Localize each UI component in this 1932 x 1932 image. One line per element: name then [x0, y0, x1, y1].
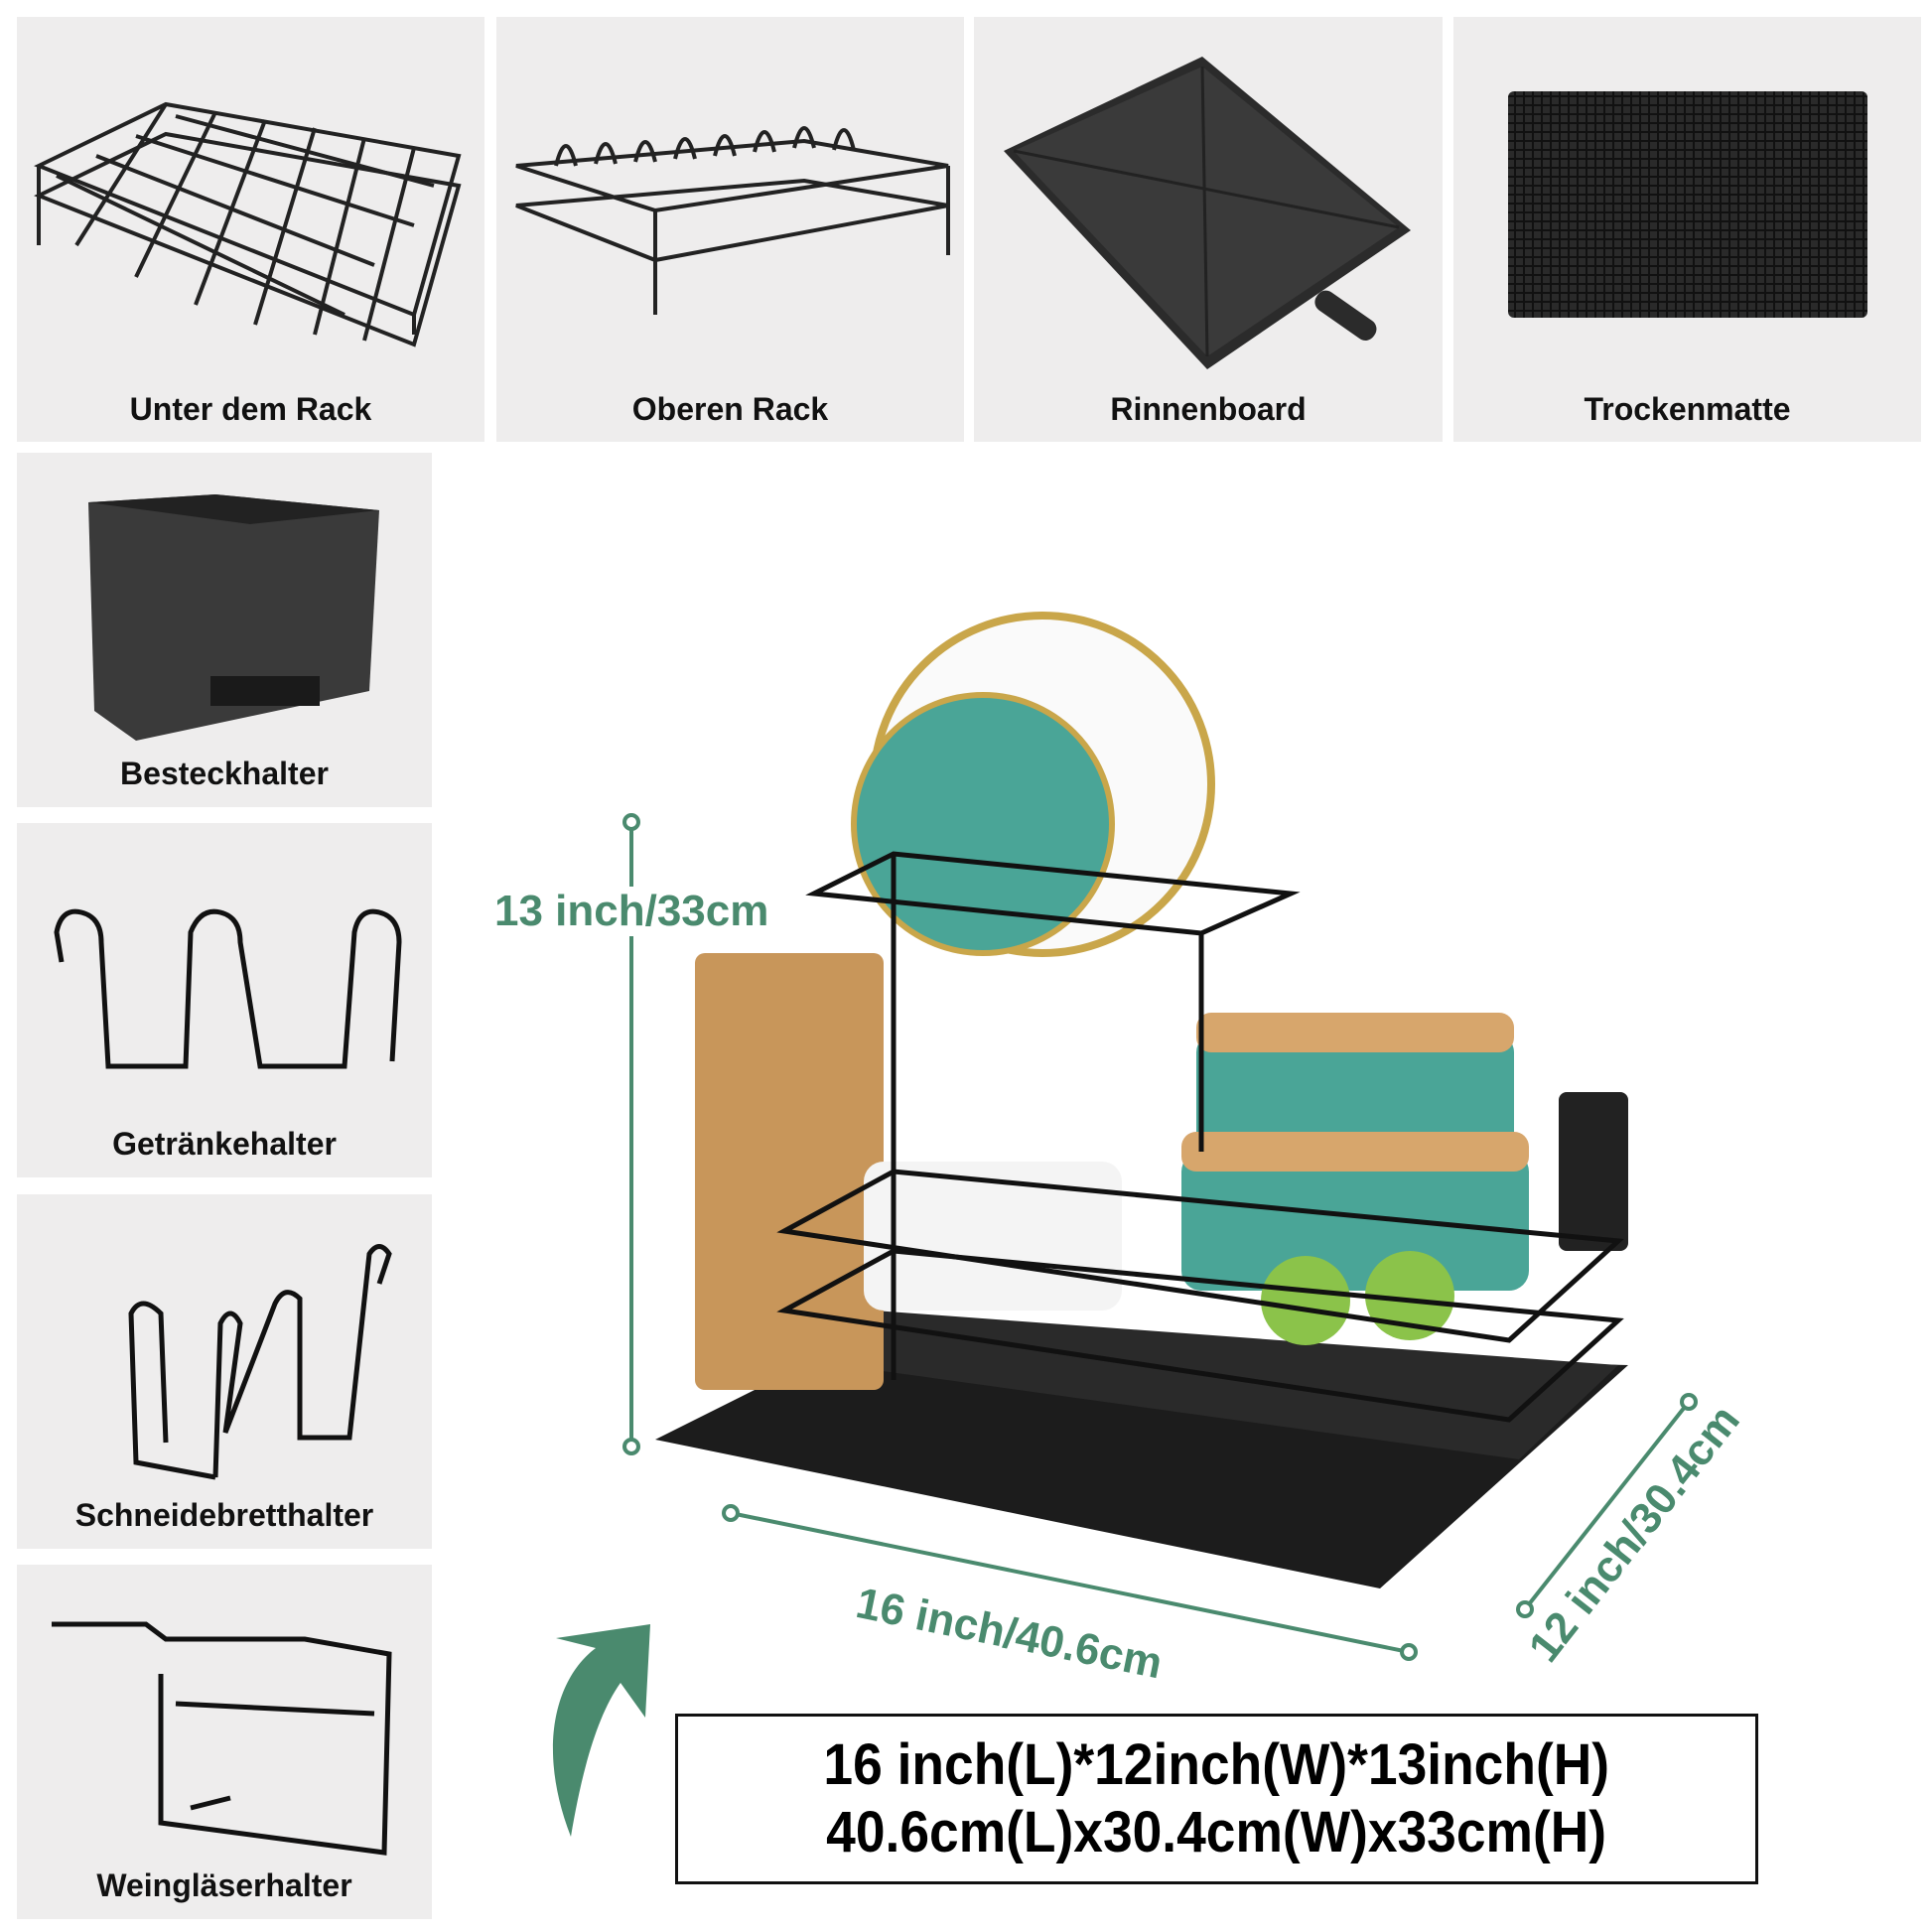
- dimensions-metric: 40.6cm(L)x30.4cm(W)x33cm(H): [826, 1800, 1607, 1864]
- drying-mat-icon: [1508, 91, 1867, 318]
- curved-arrow-icon: [552, 1624, 650, 1837]
- drainboard-icon: [1004, 57, 1411, 369]
- part-label: Rinnenboard: [1110, 391, 1307, 427]
- upper-rack-icon: [515, 126, 950, 315]
- dimensions-imperial: 16 inch(L)*12inch(W)*13inch(H): [823, 1732, 1610, 1797]
- width-line: [1523, 1400, 1691, 1611]
- cutting-board-holder-icon: [128, 1244, 392, 1480]
- part-label: Trockenmatte: [1584, 391, 1791, 427]
- dimensions-summary-box: 16 inch(L)*12inch(W)*13inch(H) 40.6cm(L)…: [675, 1714, 1758, 1884]
- avocado: [1261, 1256, 1350, 1345]
- length-line: [730, 1511, 1410, 1654]
- wine-glass-holder-icon: [52, 1621, 392, 1856]
- part-cutting-board-holder: Schneidebretthalter: [17, 1194, 432, 1549]
- part-wine-glass-holder: Weingläserhalter: [17, 1565, 432, 1919]
- part-lower-rack: Unter dem Rack: [17, 17, 484, 442]
- dish-rack-product-image: [655, 612, 1628, 1588]
- part-label: Getränkehalter: [112, 1126, 337, 1162]
- part-upper-rack: Oberen Rack: [496, 17, 964, 442]
- bamboo-lid: [1196, 1013, 1514, 1052]
- drainboard: [804, 1311, 1618, 1459]
- part-cup-holder: Getränkehalter: [17, 823, 432, 1177]
- rack-frame: [776, 851, 1624, 1423]
- part-drying-mat: Trockenmatte: [1453, 17, 1921, 442]
- part-label: Weingläserhalter: [96, 1867, 352, 1903]
- height-label: 13 inch/33cm: [492, 887, 771, 936]
- cup-holder-icon: [54, 908, 402, 1069]
- part-label: Oberen Rack: [631, 391, 829, 427]
- utensil-holder: [1559, 1092, 1628, 1251]
- part-utensil-holder: Besteckhalter: [17, 453, 432, 807]
- part-drainboard: Rinnenboard: [974, 17, 1443, 442]
- part-label: Schneidebretthalter: [74, 1497, 374, 1533]
- part-label: Besteckhalter: [120, 756, 329, 791]
- lower-rack-icon: [34, 101, 462, 347]
- utensil-holder-icon: [88, 494, 379, 741]
- part-label: Unter dem Rack: [129, 391, 372, 427]
- teal-plates: [851, 692, 1115, 956]
